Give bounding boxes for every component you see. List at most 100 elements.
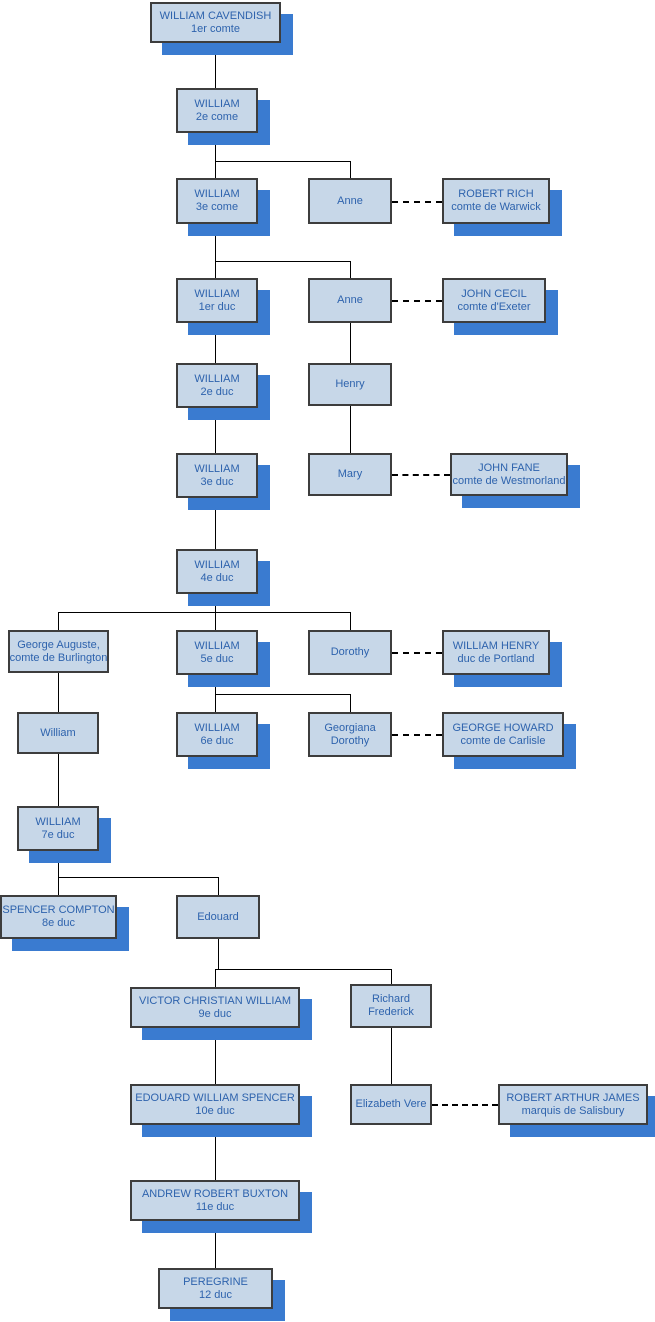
edge-bus-to-richard — [391, 969, 392, 984]
node-label-primary: ROBERT ARTHUR JAMES — [506, 1091, 640, 1104]
marriage-georgiana-george-howard — [392, 734, 442, 736]
node-label-secondary: Frederick — [368, 1006, 414, 1018]
edge-n23-bus — [58, 877, 218, 878]
edge-bus-to-anne2 — [350, 261, 351, 278]
node-label-primary: George Auguste, — [17, 638, 100, 651]
node-label-primary: ROBERT RICH — [458, 188, 534, 201]
node-label-secondary: 2e come — [195, 110, 239, 123]
marriage-mary-john-fane — [392, 474, 450, 476]
node-henry[interactable]: Henry — [308, 363, 392, 406]
node-label-secondary: comte de Burlington — [9, 651, 108, 664]
edge-bus-to-george — [58, 612, 59, 630]
node-label-primary: WILLIAM — [35, 815, 81, 828]
node-label-secondary: 10e duc — [195, 1104, 235, 1117]
node-label-secondary: 9e duc — [198, 1007, 232, 1020]
node-anne-2[interactable]: Anne — [308, 278, 392, 323]
node-william[interactable]: William — [17, 712, 99, 754]
node-label-primary: Elizabeth Vere — [355, 1098, 427, 1111]
node-label-secondary: marquis de Salisbury — [521, 1104, 625, 1117]
node-label-secondary: 1er comte — [191, 22, 240, 35]
node-label-secondary: comte de Carlisle — [460, 734, 546, 747]
edge-n3-bus — [215, 261, 350, 262]
edge-n6-to-n9 — [215, 323, 216, 363]
node-label-primary: WILLIAM — [194, 97, 240, 110]
edge-bus-to-n24 — [58, 877, 59, 895]
node-label-primary: WILLIAM — [194, 372, 240, 385]
node-label-primary: PEREGRINE — [183, 1275, 248, 1288]
edge-n26-to-n28 — [215, 1028, 216, 1084]
node-label-primary: Dorothy — [330, 646, 370, 659]
node-label-primary: WILLIAM HENRY — [452, 639, 540, 652]
node-edouard[interactable]: Edouard — [176, 895, 260, 939]
edge-n3-down — [215, 224, 216, 261]
node-label-primary: Edouard — [197, 910, 239, 923]
edge-edouard-down — [218, 939, 219, 969]
node-label-secondary: 3e come — [195, 201, 239, 213]
node-label-primary: Anne — [337, 194, 363, 207]
marriage-elizabeth-robert-arthur — [432, 1104, 498, 1106]
node-label-primary: WILLIAM — [194, 558, 240, 571]
edge-richard-to-elizabeth — [391, 1028, 392, 1084]
node-george-auguste-comte-de-burlington[interactable]: George Auguste,comte de Burlington — [8, 630, 109, 673]
edge-bus-to-anne1 — [350, 161, 351, 178]
edge-n28-to-n31 — [215, 1125, 216, 1180]
edge-william-to-n23 — [58, 754, 59, 806]
edge-bus-to-n3 — [215, 161, 216, 178]
edge-n2-down — [215, 133, 216, 161]
node-label-primary: JOHN FANE — [478, 461, 540, 474]
edge-n16-bus — [215, 694, 350, 695]
node-label-secondary: 4e duc — [200, 571, 234, 584]
node-label-secondary: comte d'Exeter — [457, 300, 531, 313]
node-label-primary: WILLIAM — [194, 188, 240, 201]
marriage-dorothy-william-henry — [392, 652, 442, 654]
edge-n1-to-n2 — [215, 43, 216, 88]
edge-bus-to-georgiana — [350, 694, 351, 712]
edge-george-to-william — [58, 673, 59, 712]
edge-bus-to-dorothy — [350, 612, 351, 630]
edge-edouard-bus — [215, 969, 391, 970]
edge-henry-to-mary — [350, 406, 351, 453]
node-label-secondary: duc de Portland — [457, 652, 535, 665]
node-label-secondary: 7e duc — [41, 828, 75, 841]
node-label-primary: Georgiana — [324, 721, 376, 734]
edge-anne2-to-henry — [350, 323, 351, 363]
node-label-secondary: comte de Warwick — [451, 201, 541, 213]
node-label-primary: ANDREW ROBERT BUXTON — [141, 1187, 289, 1200]
node-label-secondary: 5e duc — [200, 652, 234, 665]
node-dorothy[interactable]: Dorothy — [308, 630, 392, 675]
edge-bus-to-n26 — [215, 969, 216, 987]
node-mary[interactable]: Mary — [308, 453, 392, 496]
node-label-secondary: Dorothy — [330, 734, 370, 747]
node-label-primary: EDOUARD WILLIAM SPENCER — [135, 1091, 295, 1104]
node-elizabeth-vere[interactable]: Elizabeth Vere — [350, 1084, 432, 1125]
node-label-secondary: 12 duc — [198, 1288, 233, 1301]
node-label-secondary: 11e duc — [195, 1200, 235, 1213]
node-anne-1[interactable]: Anne — [308, 178, 392, 224]
node-label-primary: VICTOR CHRISTIAN WILLIAM — [139, 994, 291, 1007]
node-label-primary: Anne — [337, 294, 363, 307]
